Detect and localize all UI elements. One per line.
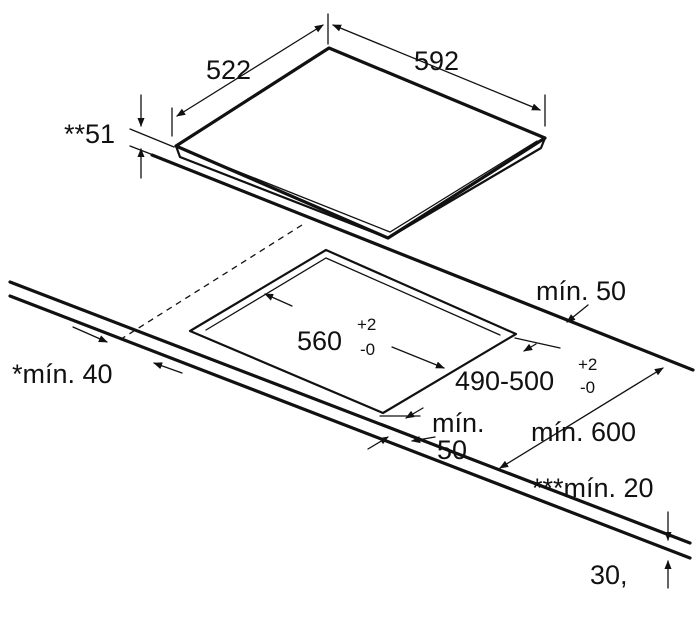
dimension-width: 592 (332, 24, 546, 127)
min-thickness-label: ***mín. 20 (532, 473, 654, 503)
thickness-label: 30, (590, 560, 628, 590)
cutout-width-tol-minus: -0 (360, 340, 375, 359)
dimension-height: **51 (64, 94, 175, 179)
dimension-cutout-width: 560 +2 -0 (264, 293, 445, 369)
min-front-label-1: mín. (432, 408, 485, 438)
cutout (188, 248, 518, 415)
cutout-depth-label: 490-500 (455, 366, 554, 396)
cutout-outer (188, 248, 518, 415)
min-side-label: *mín. 40 (12, 359, 113, 389)
worktop (8, 153, 695, 560)
min-back-label: mín. 50 (536, 276, 626, 306)
dimension-min-thickness: ***mín. 20 (532, 473, 654, 503)
cooktop-front-edge (174, 144, 390, 240)
cutout-depth-tol-plus: +2 (578, 355, 597, 374)
worktop-front-bottom-edge (8, 294, 692, 560)
cooktop-projection-line (117, 224, 303, 342)
dimension-depth: 522 (171, 13, 329, 137)
dimension-depth-label: 522 (206, 55, 251, 85)
cutout-width-label: 560 (297, 326, 342, 356)
dimension-min-back: mín. 50 (536, 276, 626, 323)
cutout-width-tol-plus: +2 (357, 315, 376, 334)
dimension-min-side: *mín. 40 (12, 326, 183, 389)
dimension-height-label: **51 (64, 119, 115, 149)
cooktop-right-edge (386, 136, 547, 240)
min-front-label-2: 50 (437, 435, 467, 465)
cutout-depth-tol-minus: -0 (580, 378, 595, 397)
dimension-thickness: 30, (590, 511, 672, 590)
worktop-back-edge (150, 153, 695, 372)
cutout-inner-wall (205, 257, 501, 336)
min-worktop-depth-label: mín. 600 (531, 417, 636, 447)
dimension-min-worktop-depth: mín. 600 (499, 367, 664, 469)
dimension-width-label: 592 (414, 46, 459, 76)
cooktop-bevel (183, 140, 538, 233)
dimension-min-front: mín. 50 (367, 408, 485, 465)
worktop-front-top-edge (8, 280, 692, 545)
